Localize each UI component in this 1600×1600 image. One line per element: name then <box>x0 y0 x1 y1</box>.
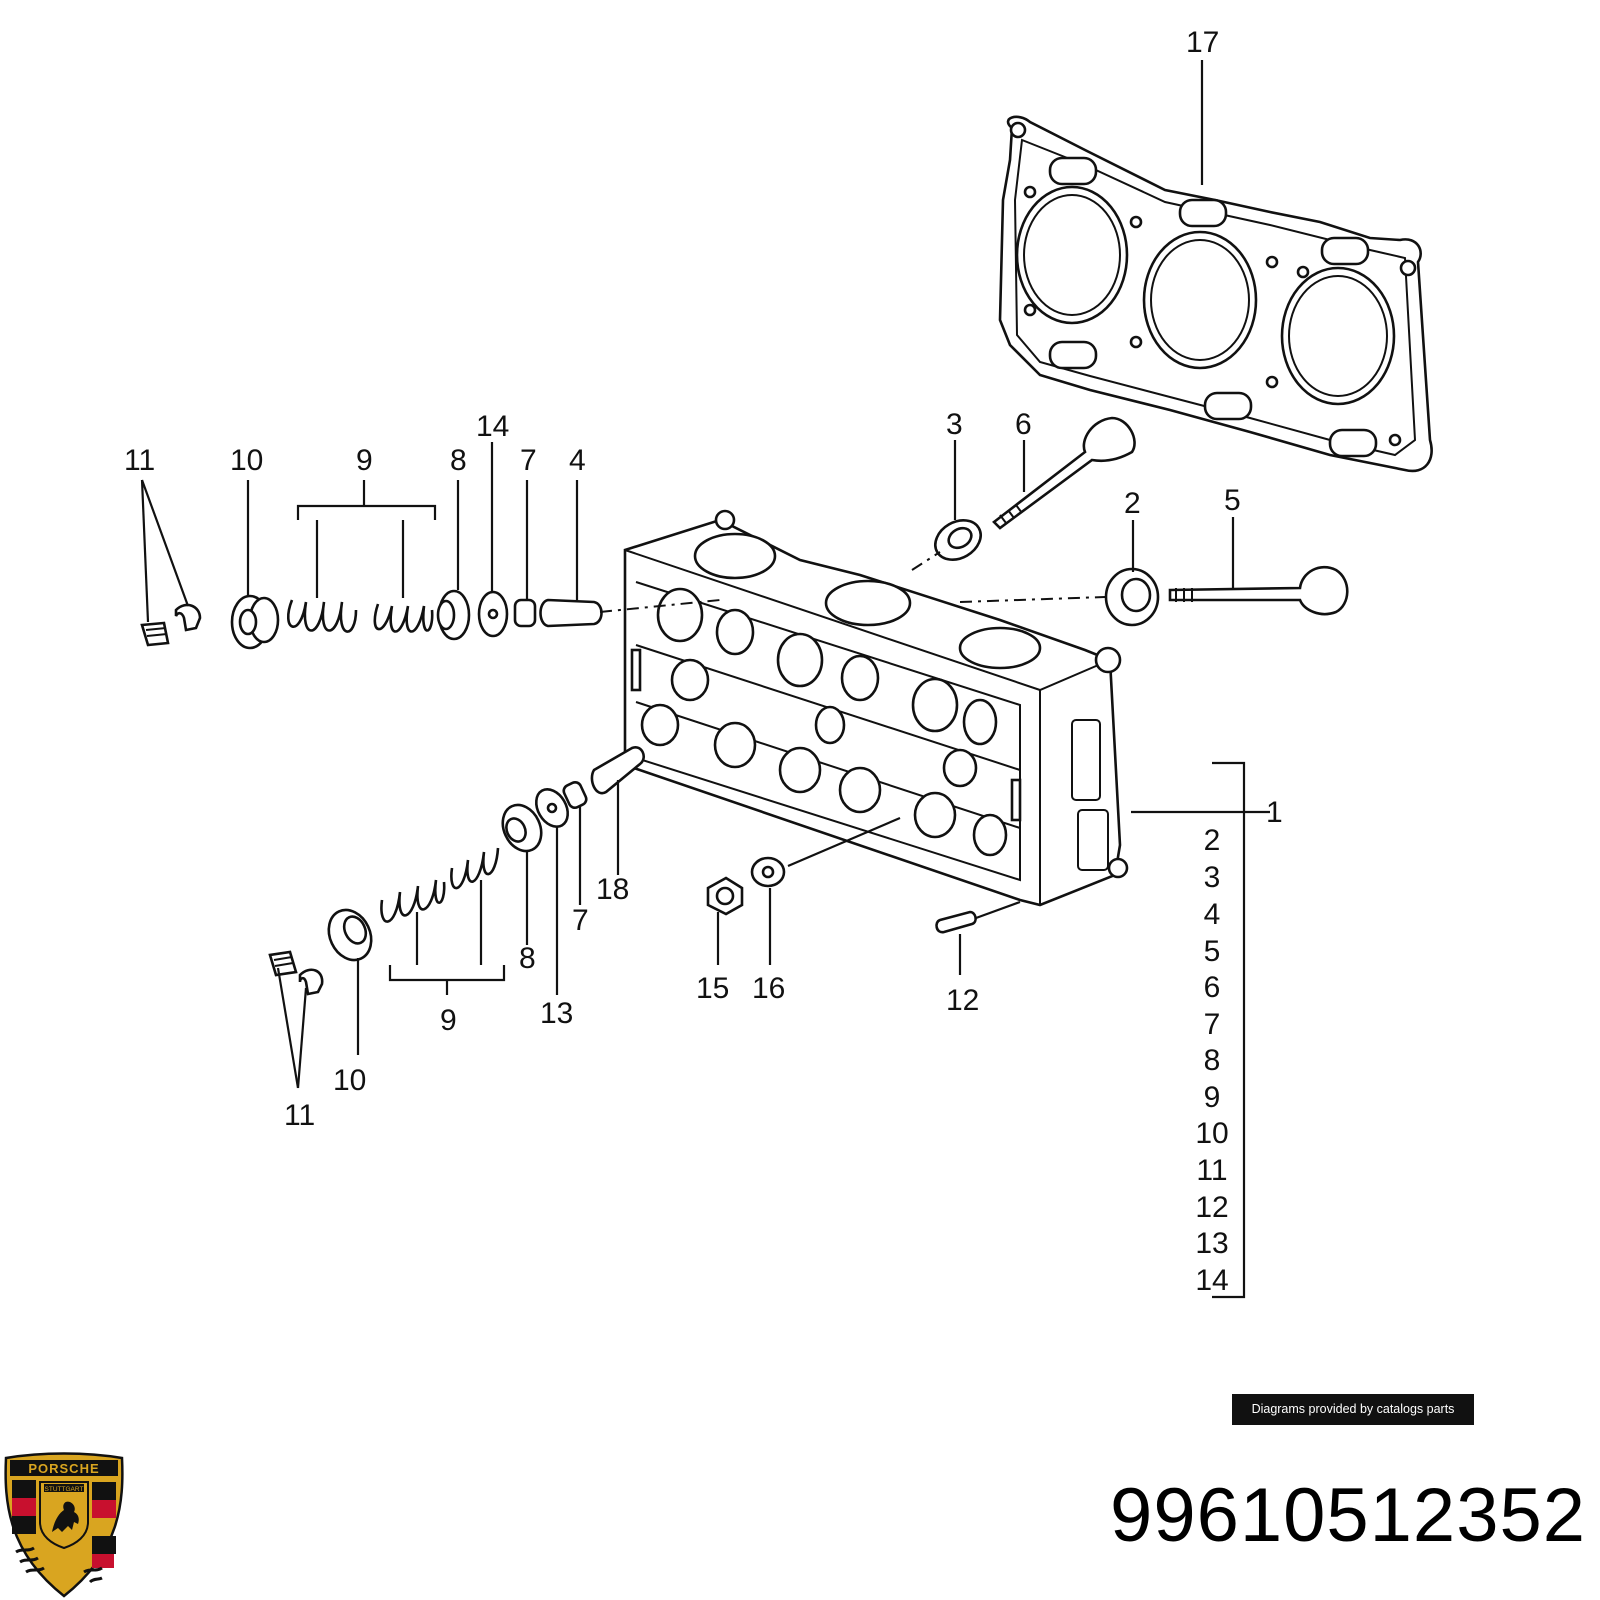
kit-item: 10 <box>1195 1117 1228 1150</box>
crest-brand-text: PORSCHE <box>28 1461 99 1476</box>
callout-11-top: 11 <box>124 444 155 477</box>
callout-5: 5 <box>1224 484 1241 517</box>
upper-valve-train <box>140 589 603 650</box>
callout-4: 4 <box>569 444 586 477</box>
kit-item: 11 <box>1196 1154 1227 1187</box>
callout-9-top: 9 <box>356 444 373 477</box>
porsche-crest-logo: PORSCHE STUTTGART <box>4 1452 124 1598</box>
callout-8-bottom: 8 <box>519 942 536 975</box>
kit-item: 2 <box>1204 824 1221 857</box>
callout-8-top: 8 <box>450 444 467 477</box>
callout-13: 13 <box>540 997 573 1030</box>
diagram-credit-badge: Diagrams provided by catalogs parts <box>1232 1394 1474 1425</box>
kit-item: 4 <box>1204 898 1221 931</box>
kit-item: 5 <box>1204 935 1221 968</box>
callout-10-bottom: 10 <box>333 1064 366 1097</box>
callout-14: 14 <box>476 410 509 443</box>
callout-12: 12 <box>946 984 979 1017</box>
callout-15: 15 <box>696 972 729 1005</box>
cylinder-head <box>623 509 1129 907</box>
lower-valve-train <box>268 746 645 996</box>
callout-6: 6 <box>1015 408 1032 441</box>
callout-18: 18 <box>596 873 629 906</box>
kit-item: 12 <box>1195 1191 1228 1224</box>
kit-item: 3 <box>1204 861 1221 894</box>
crest-city-text: STUTTGART <box>45 1486 84 1493</box>
callout-9-bottom: 9 <box>440 1004 457 1037</box>
callout-7-bottom: 7 <box>572 904 589 937</box>
leader-lines <box>140 60 1270 1299</box>
callout-16: 16 <box>752 972 785 1005</box>
kit-item: 9 <box>1204 1081 1221 1114</box>
callout-2: 2 <box>1124 487 1141 520</box>
kit-item: 14 <box>1195 1264 1228 1297</box>
callout-1: 1 <box>1266 796 1283 829</box>
kit-item: 7 <box>1204 1008 1221 1041</box>
callout-11-bottom: 11 <box>284 1099 315 1132</box>
part-number: 99610512352 <box>1110 1473 1586 1558</box>
callout-10-top: 10 <box>230 444 263 477</box>
head-gasket <box>998 115 1433 473</box>
callout-17: 17 <box>1186 26 1219 59</box>
callout-7-top: 7 <box>520 444 537 477</box>
valves-and-fasteners <box>706 416 1349 934</box>
kit-contents-list: 2 3 4 5 6 7 8 9 10 11 12 13 14 <box>1195 824 1228 1297</box>
callout-3: 3 <box>946 408 963 441</box>
kit-item: 8 <box>1204 1044 1221 1077</box>
kit-item: 13 <box>1195 1227 1228 1260</box>
callout-labels: 17 3 6 2 5 11 10 9 8 14 7 4 1 18 7 8 13 … <box>124 26 1283 1132</box>
kit-item: 6 <box>1204 971 1221 1004</box>
